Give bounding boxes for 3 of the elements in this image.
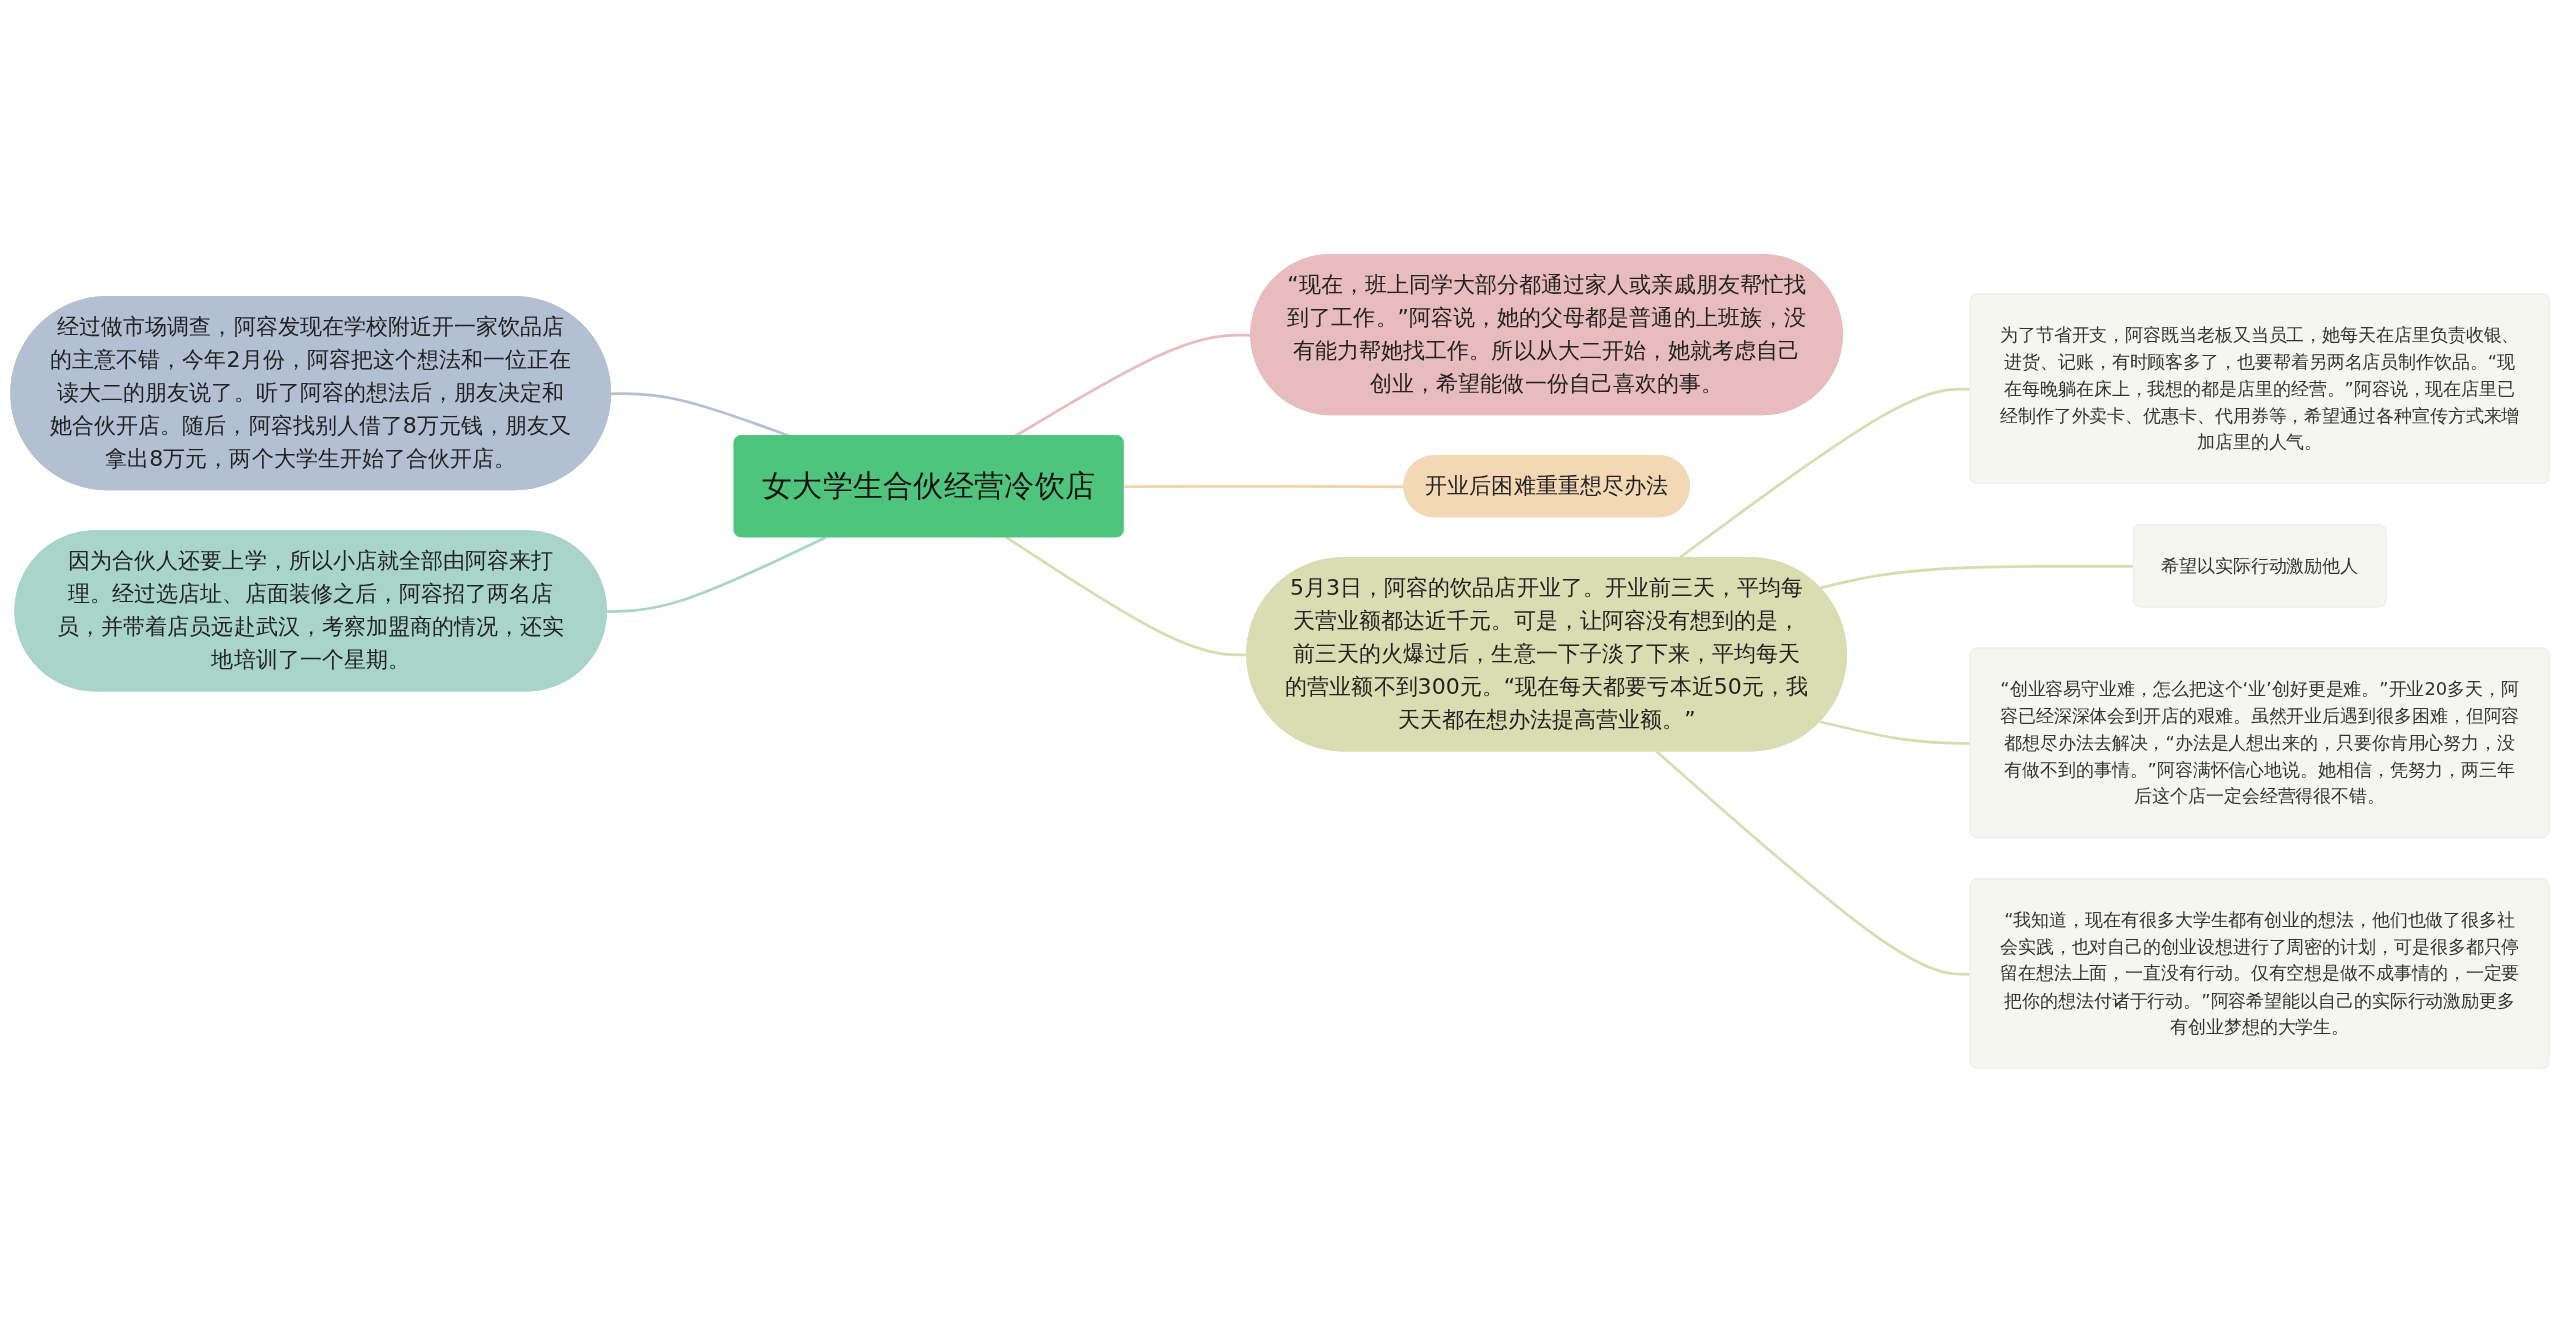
connector xyxy=(1655,750,1971,976)
connector xyxy=(1819,720,1971,745)
connector xyxy=(606,535,827,613)
